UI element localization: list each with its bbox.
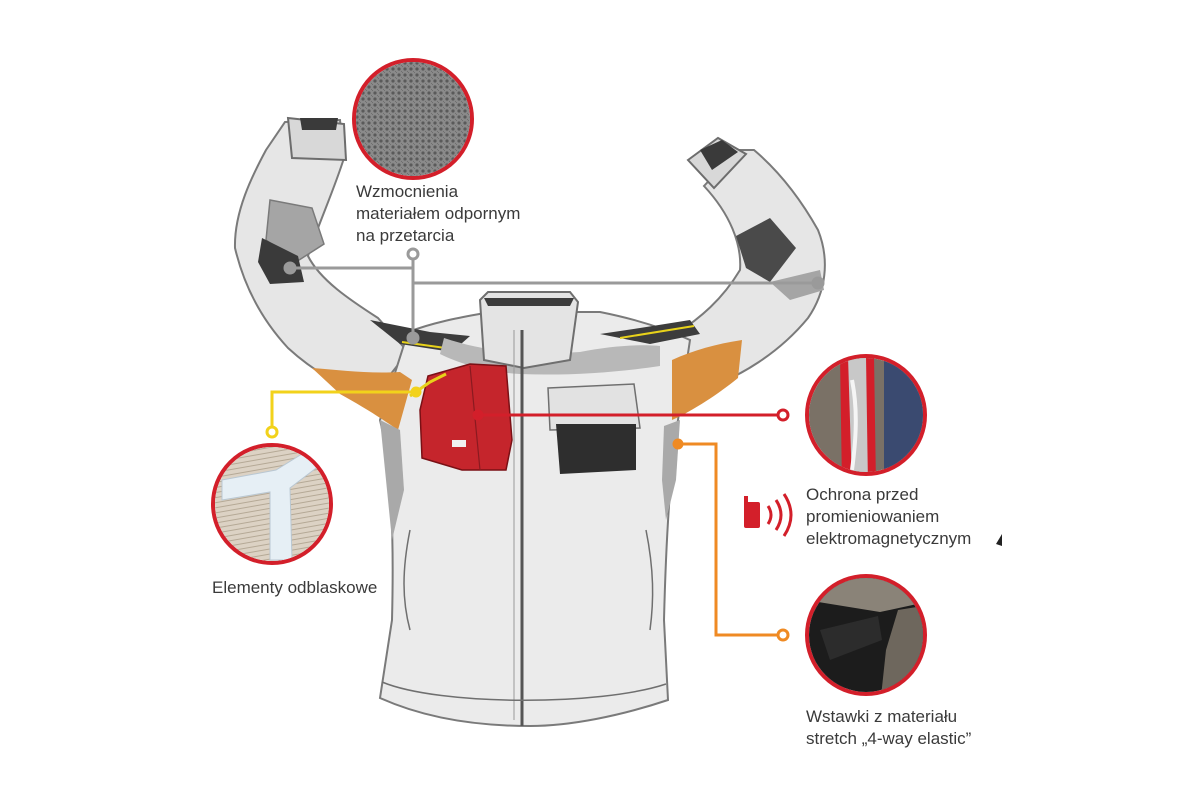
emf-label-line-1: Ochrona przed <box>806 485 919 504</box>
callout-stretch-lines <box>672 438 790 642</box>
right-sleeve <box>662 149 826 392</box>
stretch-label-line-2: stretch „4-way elastic” <box>806 729 972 748</box>
chest-pocket <box>547 383 641 431</box>
callout-emf-lines <box>472 408 790 422</box>
mesh-detail-badge <box>352 58 474 180</box>
callout-abrasion-lines <box>283 247 825 345</box>
right-elbow-panel <box>736 218 796 282</box>
right-grey-side <box>662 420 680 520</box>
reflective-elements-label: Elementy odblaskowe <box>212 577 377 599</box>
abrasion-label-line-1: Wzmocnienia <box>356 182 459 201</box>
chest-pocket-dark <box>556 424 636 474</box>
left-orange-panel <box>312 368 412 430</box>
left-grey-panel <box>265 199 325 263</box>
reflective-label-line-1: Elementy odblaskowe <box>212 578 378 597</box>
left-grey-side <box>380 420 404 540</box>
phone-signal-icon <box>744 493 793 537</box>
emf-pocket <box>419 363 513 471</box>
emf-label-line-2: promieniowaniem <box>806 507 940 526</box>
reflective-detail-badge <box>211 443 333 565</box>
emf-protection-label: Ochrona przed promieniowaniem elektromag… <box>806 484 971 550</box>
stretch-detail-badge <box>805 574 927 696</box>
abrasion-label-line-2: materiałem odpornym <box>356 204 521 223</box>
right-orange-panel <box>672 340 742 420</box>
stretch-inserts-label: Wstawki z materiału stretch „4-way elast… <box>806 706 971 750</box>
collar <box>478 291 580 370</box>
stretch-label-line-1: Wstawki z materiału <box>806 707 958 726</box>
abrasion-label-line-3: na przetarcia <box>356 226 455 245</box>
callout-reflective-lines <box>265 386 422 439</box>
zipper-detail-badge <box>805 354 927 476</box>
abrasion-reinforcement-label: Wzmocnienia materiałem odpornym na przet… <box>356 181 520 247</box>
emf-label-line-3: elektromagnetycznym <box>806 529 972 548</box>
edge-mark <box>996 534 1002 546</box>
